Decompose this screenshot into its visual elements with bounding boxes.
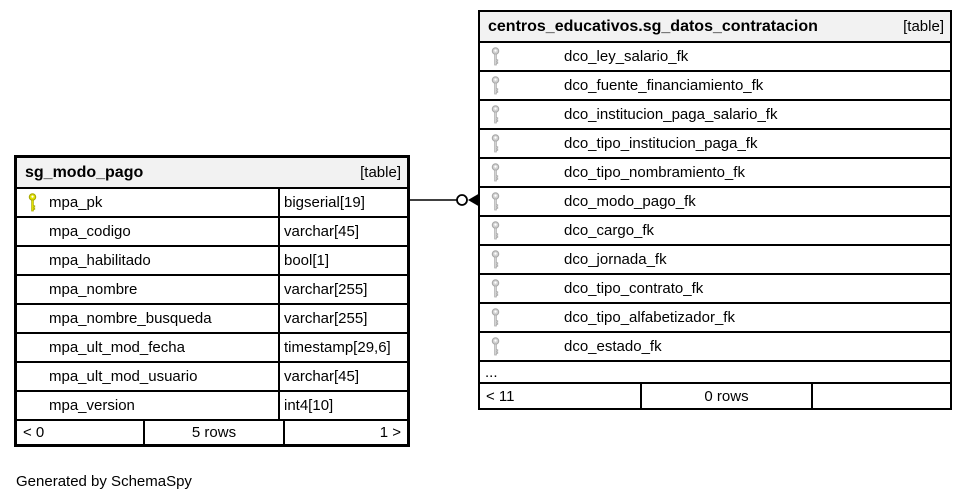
column-type: bigserial[19] — [278, 189, 407, 216]
column-name: mpa_version — [49, 397, 135, 414]
foreign-key-icon — [490, 163, 506, 182]
table-row: mpa_version int4[10] — [17, 390, 407, 419]
table-footer: < 0 5 rows 1 > — [17, 419, 407, 444]
column-name-cell: mpa_nombre — [17, 276, 278, 303]
column-name: dco_tipo_nombramiento_fk — [564, 164, 745, 181]
column-name: dco_jornada_fk — [564, 251, 667, 268]
table-row: dco_estado_fk — [480, 331, 950, 360]
schemaspy-credit: Generated by SchemaSpy — [16, 473, 192, 490]
column-name-cell: dco_tipo_institucion_paga_fk — [480, 130, 950, 157]
table-row: mpa_codigo varchar[45] — [17, 216, 407, 245]
column-name-cell: dco_estado_fk — [480, 333, 950, 360]
table-row: dco_ley_salario_fk — [480, 41, 950, 70]
column-name-cell: dco_tipo_nombramiento_fk — [480, 159, 950, 186]
table-row: mpa_ult_mod_usuario varchar[45] — [17, 361, 407, 390]
table-row: mpa_ult_mod_fecha timestamp[29,6] — [17, 332, 407, 361]
column-type: timestamp[29,6] — [278, 334, 407, 361]
column-name-cell: dco_institucion_paga_salario_fk — [480, 101, 950, 128]
footer-row-count: 5 rows — [143, 421, 285, 444]
column-name: dco_tipo_alfabetizador_fk — [564, 309, 735, 326]
zero-or-one-circle-marker — [456, 194, 468, 206]
table-row: mpa_nombre varchar[255] — [17, 274, 407, 303]
table-sg-datos-contratacion: centros_educativos.sg_datos_contratacion… — [478, 10, 952, 410]
foreign-key-icon — [490, 250, 506, 269]
foreign-key-icon — [490, 47, 506, 66]
column-name: dco_fuente_financiamiento_fk — [564, 77, 764, 94]
column-name-cell: dco_cargo_fk — [480, 217, 950, 244]
table-title[interactable]: centros_educativos.sg_datos_contratacion — [488, 17, 818, 35]
column-name-cell: dco_ley_salario_fk — [480, 43, 950, 70]
footer-next-count — [813, 384, 950, 408]
table-tag: [table] — [360, 164, 401, 181]
table-row: dco_institucion_paga_salario_fk — [480, 99, 950, 128]
column-type: varchar[45] — [278, 363, 407, 390]
column-name-cell: mpa_ult_mod_fecha — [17, 334, 278, 361]
table-row: dco_fuente_financiamiento_fk — [480, 70, 950, 99]
foreign-key-icon — [490, 76, 506, 95]
foreign-key-icon — [490, 279, 506, 298]
column-name-cell: mpa_ult_mod_usuario — [17, 363, 278, 390]
column-name: dco_modo_pago_fk — [564, 193, 696, 210]
table-row: dco_tipo_contrato_fk — [480, 273, 950, 302]
column-type: varchar[45] — [278, 218, 407, 245]
column-name: dco_institucion_paga_salario_fk — [564, 106, 778, 123]
table-row: mpa_pk bigserial[19] — [17, 187, 407, 216]
foreign-key-icon — [490, 337, 506, 356]
table-row: dco_tipo_nombramiento_fk — [480, 157, 950, 186]
column-name: mpa_nombre — [49, 281, 138, 298]
footer-row-count: 0 rows — [640, 384, 813, 408]
table-row: dco_cargo_fk — [480, 215, 950, 244]
column-name-cell: mpa_pk — [17, 189, 278, 216]
more-columns-ellipsis: ... — [480, 360, 950, 382]
table-tag: [table] — [903, 18, 944, 35]
column-name: mpa_nombre_busqueda — [49, 310, 212, 327]
column-name-cell: dco_jornada_fk — [480, 246, 950, 273]
table-row: dco_tipo_alfabetizador_fk — [480, 302, 950, 331]
column-name-cell: mpa_codigo — [17, 218, 278, 245]
table-row: dco_modo_pago_fk — [480, 186, 950, 215]
table-sg-modo-pago: sg_modo_pago [table] mpa_pk bigserial[19… — [14, 155, 410, 447]
footer-prev-count[interactable]: < 11 — [486, 387, 515, 405]
table-header: sg_modo_pago [table] — [17, 158, 407, 187]
column-name: mpa_codigo — [49, 223, 131, 240]
column-name: mpa_pk — [49, 194, 103, 211]
column-name: mpa_habilitado — [49, 252, 151, 269]
column-type: varchar[255] — [278, 305, 407, 332]
column-name: dco_tipo_contrato_fk — [564, 280, 704, 297]
crow-foot-marker — [468, 193, 480, 207]
table-title[interactable]: sg_modo_pago — [25, 163, 144, 181]
column-name-cell: mpa_nombre_busqueda — [17, 305, 278, 332]
table-footer: < 11 0 rows — [480, 382, 950, 408]
footer-prev-count[interactable]: < 0 — [23, 424, 45, 441]
foreign-key-icon — [490, 105, 506, 124]
relationship-connector — [408, 193, 480, 207]
table-row: dco_tipo_institucion_paga_fk — [480, 128, 950, 157]
column-type: bool[1] — [278, 247, 407, 274]
table-row: mpa_nombre_busqueda varchar[255] — [17, 303, 407, 332]
column-type: int4[10] — [278, 392, 407, 419]
column-name: mpa_ult_mod_fecha — [49, 339, 185, 356]
foreign-key-icon — [490, 308, 506, 327]
column-name: dco_estado_fk — [564, 338, 662, 355]
column-name-cell: dco_tipo_alfabetizador_fk — [480, 304, 950, 331]
column-type: varchar[255] — [278, 276, 407, 303]
table-header: centros_educativos.sg_datos_contratacion… — [480, 12, 950, 41]
table-row: mpa_habilitado bool[1] — [17, 245, 407, 274]
column-name-cell: mpa_version — [17, 392, 278, 419]
foreign-key-icon — [490, 221, 506, 240]
column-name: dco_ley_salario_fk — [564, 48, 689, 65]
footer-next-count[interactable]: 1 > — [379, 424, 401, 441]
foreign-key-icon — [490, 134, 506, 153]
column-name: mpa_ult_mod_usuario — [49, 368, 198, 385]
foreign-key-icon — [490, 192, 506, 211]
column-name: dco_cargo_fk — [564, 222, 655, 239]
primary-key-icon — [27, 193, 43, 212]
table-row: dco_jornada_fk — [480, 244, 950, 273]
column-name-cell: dco_modo_pago_fk — [480, 188, 950, 215]
column-name-cell: dco_tipo_contrato_fk — [480, 275, 950, 302]
column-name: dco_tipo_institucion_paga_fk — [564, 135, 758, 152]
column-name-cell: mpa_habilitado — [17, 247, 278, 274]
column-name-cell: dco_fuente_financiamiento_fk — [480, 72, 950, 99]
